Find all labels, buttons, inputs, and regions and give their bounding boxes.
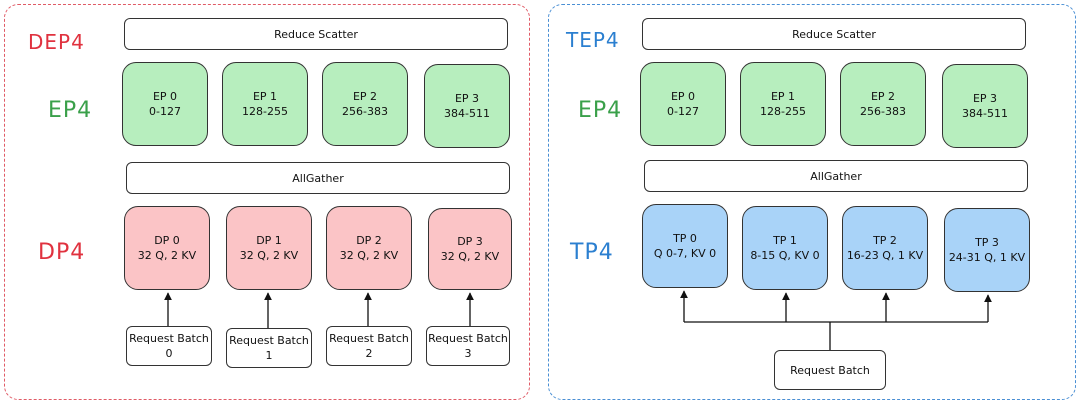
dp-3-detail: 32 Q, 2 KV <box>440 250 500 263</box>
tp4-label: TP4 <box>570 240 614 265</box>
right-request-trunk <box>684 321 988 350</box>
left-ep-2-name: EP 2 <box>352 90 378 103</box>
right-ep-0-name: EP 0 <box>670 90 696 103</box>
left-reduce-scatter: Reduce Scatter <box>124 18 508 50</box>
tp-2: TP 2 16-23 Q, 1 KV <box>842 206 928 290</box>
left-allgather: AllGather <box>126 162 510 194</box>
right-ep-2-name: EP 2 <box>870 90 896 103</box>
dp-1-name: DP 1 <box>256 234 282 247</box>
tp-3-detail: 24-31 Q, 1 KV <box>948 251 1026 264</box>
dep4-panel <box>4 4 530 400</box>
right-ep-3: EP 3 384-511 <box>942 64 1028 148</box>
request-batch-3-line1: Request Batch <box>428 332 508 345</box>
right-reduce-scatter: Reduce Scatter <box>642 18 1026 50</box>
left-ep-1-range: 128-255 <box>242 105 288 118</box>
dep4-title: DEP4 <box>28 30 85 54</box>
right-allgather: AllGather <box>644 160 1028 192</box>
left-ep-1: EP 1 128-255 <box>222 62 308 146</box>
left-ep-1-name: EP 1 <box>252 90 278 103</box>
tep4-panel <box>548 4 1076 400</box>
request-batch-2: Request Batch 2 <box>326 326 412 366</box>
tp-3-name: TP 3 <box>975 236 999 249</box>
tp-0-name: TP 0 <box>673 232 697 245</box>
tp-2-name: TP 2 <box>873 234 897 247</box>
dp-0-detail: 32 Q, 2 KV <box>137 249 197 262</box>
right-ep-3-range: 384-511 <box>962 107 1008 120</box>
right-ep-1: EP 1 128-255 <box>740 62 826 146</box>
left-ep4-label: EP4 <box>48 98 93 123</box>
request-batch-1-line1: Request Batch <box>229 334 309 347</box>
left-ep-0-name: EP 0 <box>152 90 178 103</box>
request-batch-1: Request Batch 1 <box>226 328 312 368</box>
right-ep-2: EP 2 256-383 <box>840 62 926 146</box>
left-ep-2-range: 256-383 <box>342 105 388 118</box>
request-batch-2-line1: Request Batch <box>329 332 409 345</box>
tp-1-detail: 8-15 Q, KV 0 <box>750 249 820 262</box>
left-ep-2: EP 2 256-383 <box>322 62 408 146</box>
dp-2-name: DP 2 <box>356 234 382 247</box>
left-ep-3: EP 3 384-511 <box>424 64 510 148</box>
dp-3: DP 3 32 Q, 2 KV <box>428 208 512 290</box>
request-batch-2-line2: 2 <box>365 347 373 360</box>
right-ep-1-name: EP 1 <box>770 90 796 103</box>
request-batch-3: Request Batch 3 <box>426 326 510 366</box>
right-ep-0: EP 0 0-127 <box>640 62 726 146</box>
dp-2-detail: 32 Q, 2 KV <box>339 249 399 262</box>
dp-1: DP 1 32 Q, 2 KV <box>226 206 312 290</box>
dp-0: DP 0 32 Q, 2 KV <box>124 206 210 290</box>
request-batch-0: Request Batch 0 <box>126 326 212 366</box>
right-ep-1-range: 128-255 <box>760 105 806 118</box>
dp-3-name: DP 3 <box>457 235 483 248</box>
left-ep-3-name: EP 3 <box>454 92 480 105</box>
right-ep-3-name: EP 3 <box>972 92 998 105</box>
right-ep4-label: EP4 <box>578 98 623 123</box>
tep4-title: TEP4 <box>566 28 620 52</box>
dp-1-detail: 32 Q, 2 KV <box>239 249 299 262</box>
right-ep-2-range: 256-383 <box>860 105 906 118</box>
request-batch-0-line2: 0 <box>165 347 173 360</box>
left-ep-0: EP 0 0-127 <box>122 62 208 146</box>
left-ep-0-range: 0-127 <box>149 105 181 118</box>
request-batch-0-line1: Request Batch <box>129 332 209 345</box>
left-ep-3-range: 384-511 <box>444 107 490 120</box>
request-batch-3-line2: 3 <box>464 347 472 360</box>
tp-3: TP 3 24-31 Q, 1 KV <box>944 208 1030 292</box>
tp-1-name: TP 1 <box>773 234 797 247</box>
tp-0: TP 0 Q 0-7, KV 0 <box>642 204 728 288</box>
dp4-label: DP4 <box>38 240 86 265</box>
tp-1: TP 1 8-15 Q, KV 0 <box>742 206 828 290</box>
right-ep-0-range: 0-127 <box>667 105 699 118</box>
tp-0-detail: Q 0-7, KV 0 <box>653 247 717 260</box>
dp-2: DP 2 32 Q, 2 KV <box>326 206 412 290</box>
tp-2-detail: 16-23 Q, 1 KV <box>846 249 924 262</box>
request-batch-1-line2: 1 <box>265 349 273 362</box>
right-request-batch: Request Batch <box>774 350 886 390</box>
dp-0-name: DP 0 <box>154 234 180 247</box>
